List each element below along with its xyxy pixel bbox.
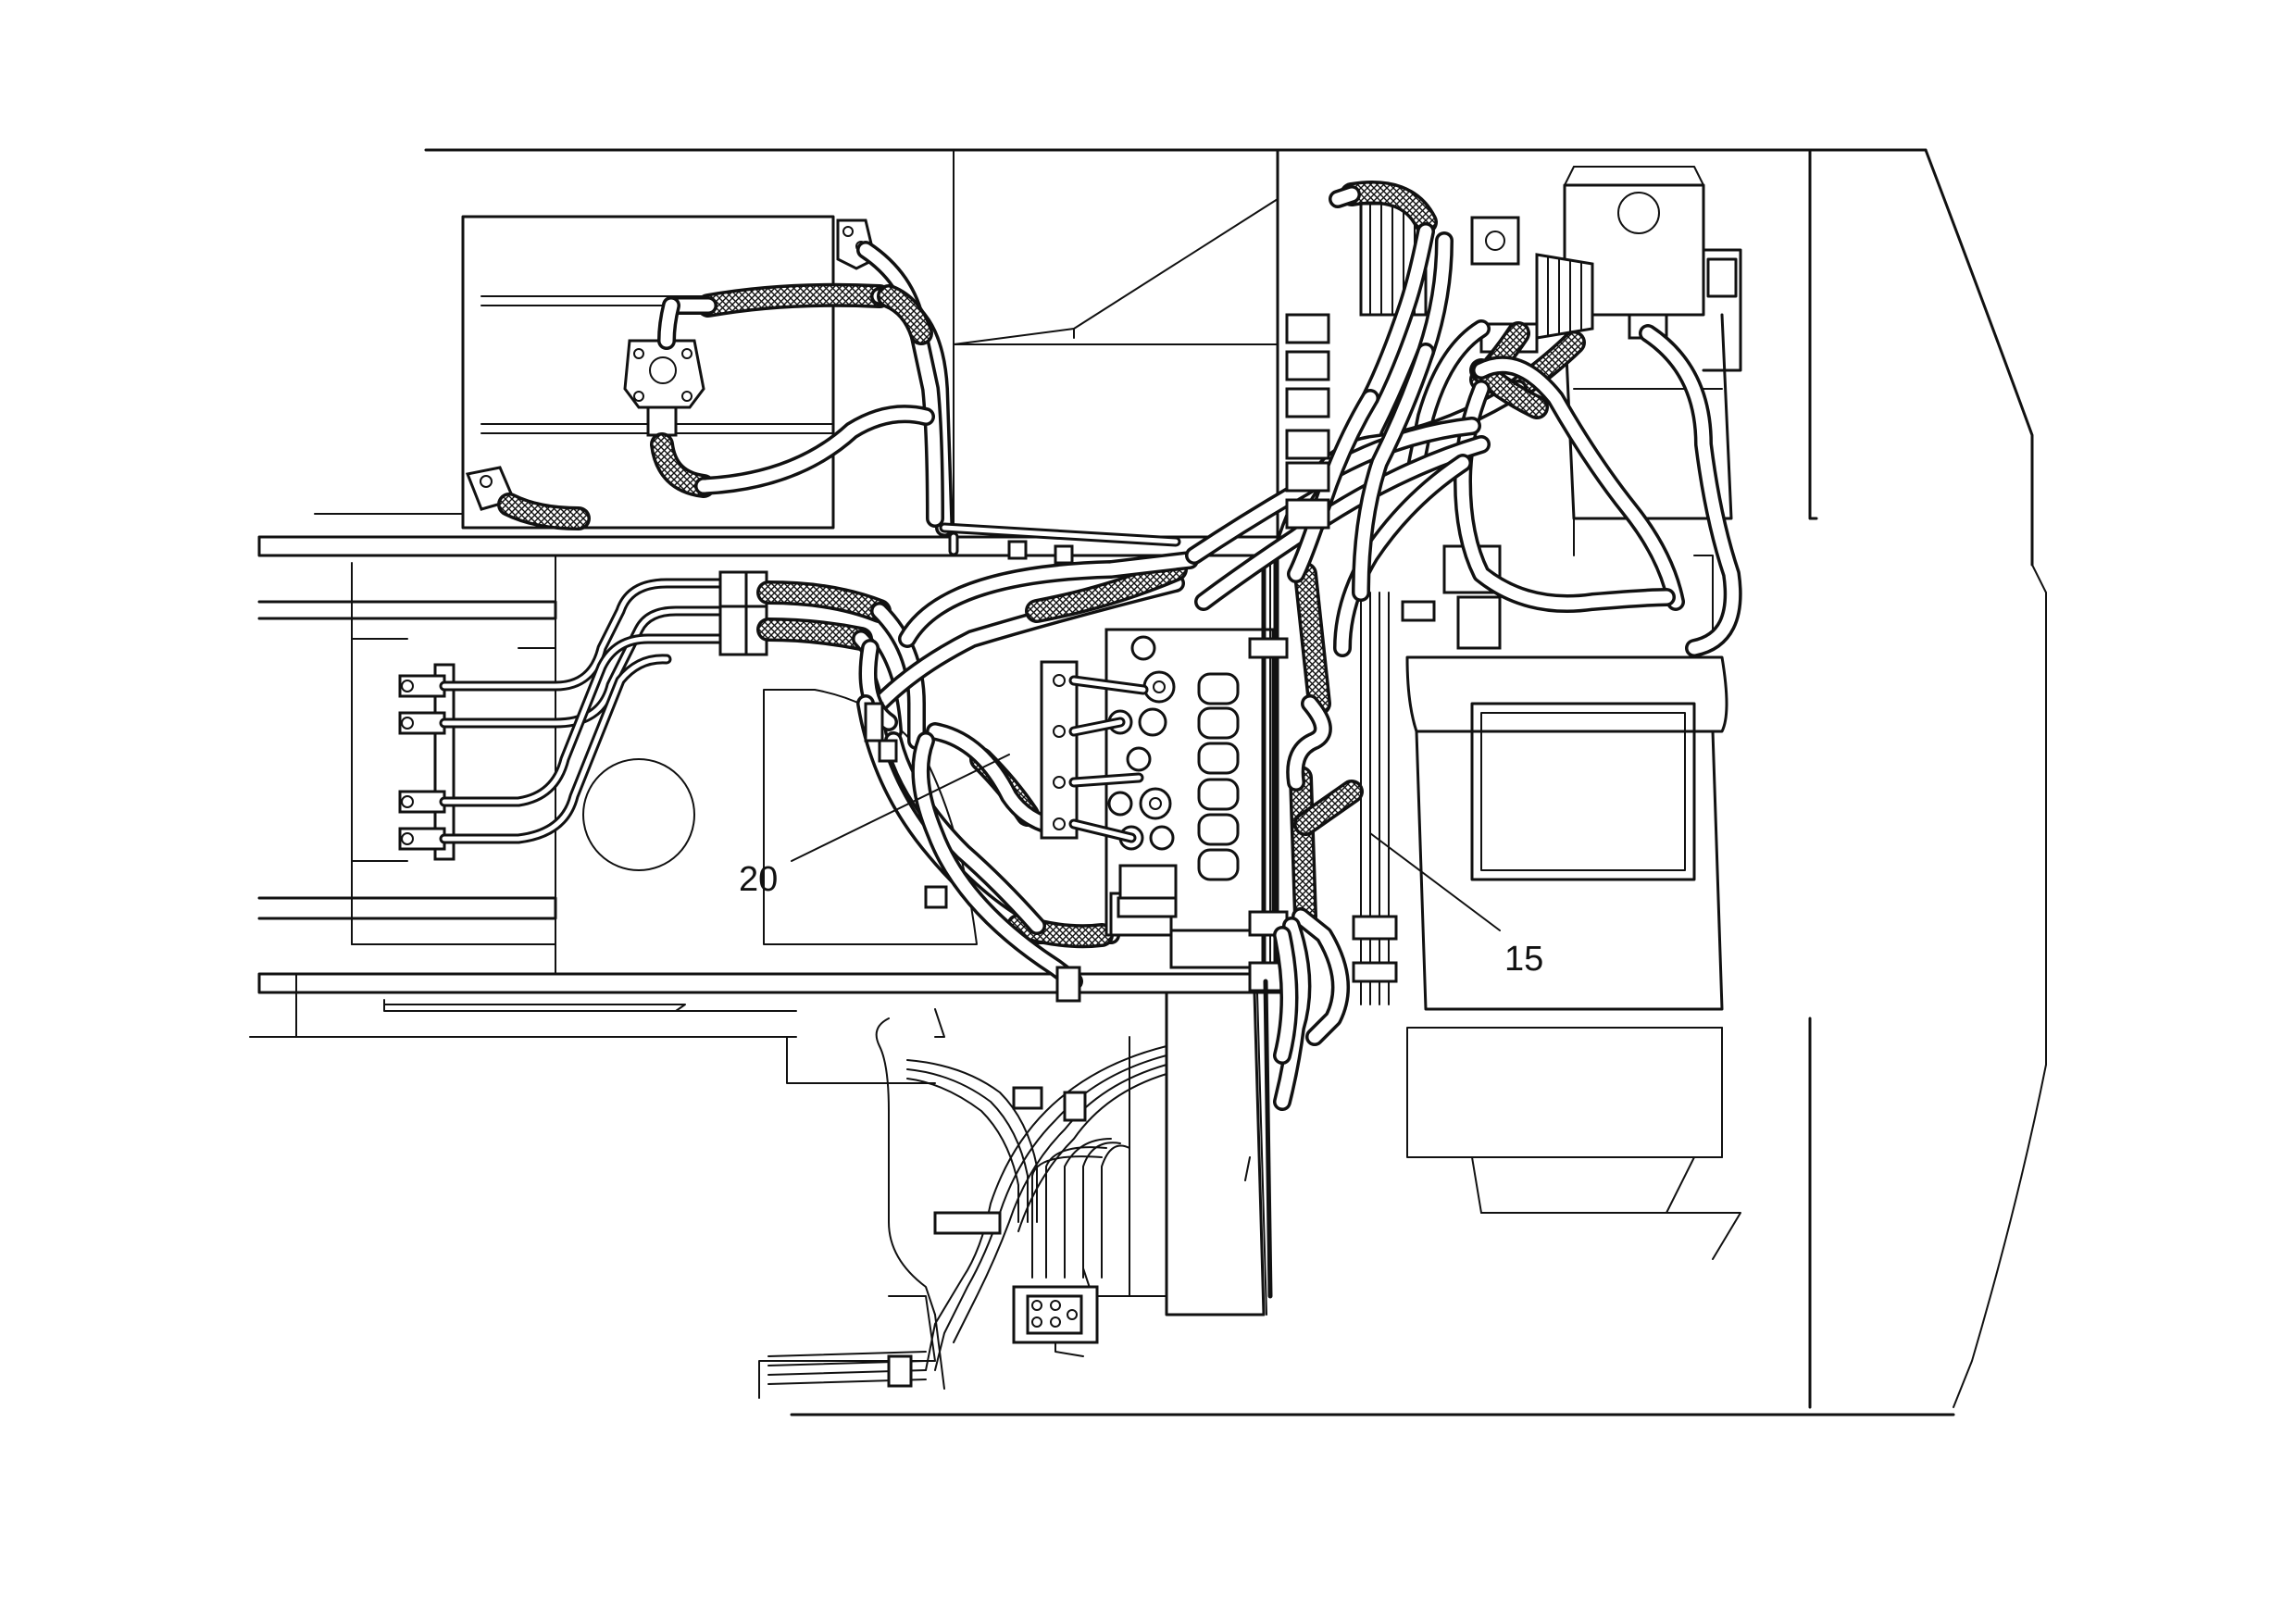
lower-harness bbox=[758, 1008, 1167, 1399]
upper-left-bay bbox=[314, 149, 1279, 538]
chassis-frame bbox=[249, 148, 2047, 1416]
callout-label-20: 20 bbox=[739, 860, 778, 899]
wire-bundle bbox=[767, 1045, 1167, 1388]
control-valve-bank bbox=[1040, 628, 1275, 969]
callout-20: 20 bbox=[739, 754, 1010, 899]
upper-left-hoses bbox=[497, 241, 1181, 565]
pump-hoses bbox=[1185, 181, 1742, 657]
pump-assembly bbox=[1359, 166, 1742, 1260]
callout-label-15: 15 bbox=[1504, 940, 1543, 979]
centre-supply-hoses bbox=[756, 551, 1199, 1003]
leader-line-20 bbox=[791, 754, 1010, 862]
vertical-cable-bundle bbox=[1165, 553, 1398, 1316]
leader-line-15 bbox=[1369, 832, 1501, 931]
left-manifold bbox=[398, 570, 768, 861]
valve-spools bbox=[1197, 672, 1240, 881]
callout-15: 15 bbox=[1369, 832, 1543, 979]
